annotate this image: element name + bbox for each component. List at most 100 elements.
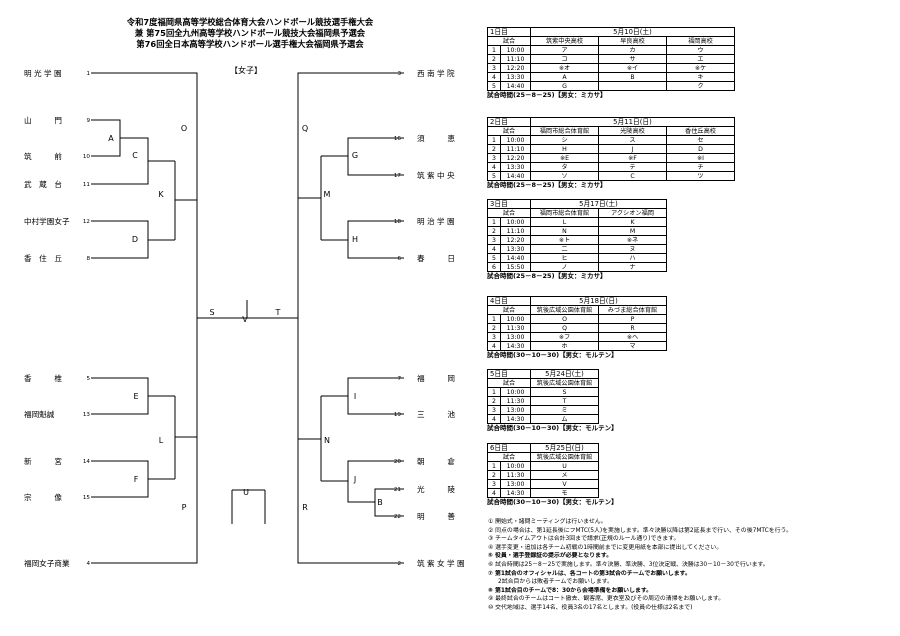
table-cell: A (530, 72, 599, 82)
table-cell: ※オ (530, 63, 599, 73)
table-cell: ミ (530, 405, 599, 415)
table-cell: U (530, 461, 599, 471)
bracket-line (98, 137, 149, 185)
table-cell: 1 (487, 45, 501, 55)
table-cell: O (530, 314, 599, 324)
match-label-e: E (133, 392, 138, 401)
table-cell: 4 (487, 414, 501, 424)
table-cell: Q (530, 323, 599, 333)
table-cell: 11:10 (500, 54, 531, 64)
day-date: 5月25日(日) (530, 443, 599, 453)
day-label: 4日目 (487, 296, 531, 306)
match-label-s: S (209, 308, 214, 317)
seed-number: 13 (83, 412, 91, 418)
table-cell: 1 (487, 314, 501, 324)
day-label: 6日目 (487, 443, 531, 453)
day-label: 3日目 (487, 199, 531, 209)
schedule-note: 試合時間(25－8－25)【男女：ミカサ】 (487, 91, 607, 99)
table-cell: 3 (487, 332, 501, 342)
table-cell: J (598, 144, 667, 154)
table-cell: ヒ (530, 253, 599, 263)
title-line-2: 兼 第75回全九州高等学校ハンドボール競技大会福岡県予選会 (134, 28, 366, 38)
table-cell: 2 (487, 470, 501, 480)
table-cell: 3 (487, 153, 501, 163)
seed-number: 9 (86, 118, 90, 124)
table-cell: 3 (487, 235, 501, 245)
team-name: 三 池 (417, 409, 455, 419)
venue-header: 福岡市総合体育館 (530, 126, 599, 136)
venue-header: 福岡高校 (666, 36, 735, 46)
table-cell: ナ (598, 262, 667, 272)
match-label-n: N (324, 436, 330, 445)
note-item: ④ 選手変更・追加は各チーム初戦の1時間前までに変更用紙を本部に提出してください… (488, 544, 723, 551)
match-label-p: P (182, 503, 187, 512)
table-cell: カ (598, 45, 667, 55)
table-cell: ※イ (598, 63, 667, 73)
table-cell: ム (530, 414, 599, 424)
table-cell: 5 (487, 253, 501, 263)
category-label: 【女子】 (230, 65, 262, 75)
match-label-c: C (132, 151, 138, 160)
table-cell: 2 (487, 54, 501, 64)
day-label: 2日目 (487, 117, 531, 127)
table-cell: B (598, 72, 667, 82)
table-cell: ヌ (598, 244, 667, 254)
seed-number: 2 (397, 561, 401, 567)
seed-number: 6 (397, 256, 401, 262)
table-cell: 11:30 (500, 323, 531, 333)
seed-number: 14 (83, 459, 91, 465)
header-cell: 試合 (487, 208, 531, 218)
team-name: 明 光 学 園 (24, 68, 62, 78)
match-label-b: B (377, 498, 383, 507)
match-label-a: A (108, 134, 114, 143)
team-name: 筑 前 (24, 151, 62, 161)
match-label-v: V (242, 315, 248, 324)
table-cell: N (530, 226, 599, 236)
team-name: 明 善 (417, 511, 455, 521)
table-cell: P (598, 314, 667, 324)
table-cell: 14:40 (500, 253, 531, 263)
table-cell: メ (530, 470, 599, 480)
table-cell: 1 (487, 387, 501, 397)
bracket-line (98, 437, 198, 564)
table-cell: 10:00 (500, 461, 531, 471)
match-label-d: D (132, 235, 138, 244)
match-label-h: H (352, 235, 358, 244)
day-label: 5日目 (487, 369, 531, 379)
note-item: ③ チームタイムアウトは合計3回まで請求(正規のルール通り)できます。 (488, 536, 680, 543)
table-cell: 10:00 (500, 387, 531, 397)
match-label-i: I (354, 392, 356, 401)
day-date: 5月18日(日) (530, 296, 667, 306)
table-cell: 14:40 (500, 81, 531, 91)
schedule-note: 試合時間(30－10－30)【男女：モルテン】 (487, 424, 618, 432)
schedule-note: 試合時間(25－8－25)【男女：ミカサ】 (487, 272, 607, 280)
match-label-r: R (302, 503, 308, 512)
table-cell: 13:00 (500, 332, 531, 342)
schedule-note: 試合時間(30－10－30)【男女：モルテン】 (487, 498, 618, 506)
venue-header: 筑後広域公園体育館 (530, 305, 599, 315)
table-cell: 10:00 (500, 217, 531, 227)
table-cell: 10:00 (500, 45, 531, 55)
table-cell: シ (530, 135, 599, 145)
seed-number: 11 (83, 182, 91, 188)
table-cell: サ (598, 54, 667, 64)
table-cell: 10:00 (500, 135, 531, 145)
